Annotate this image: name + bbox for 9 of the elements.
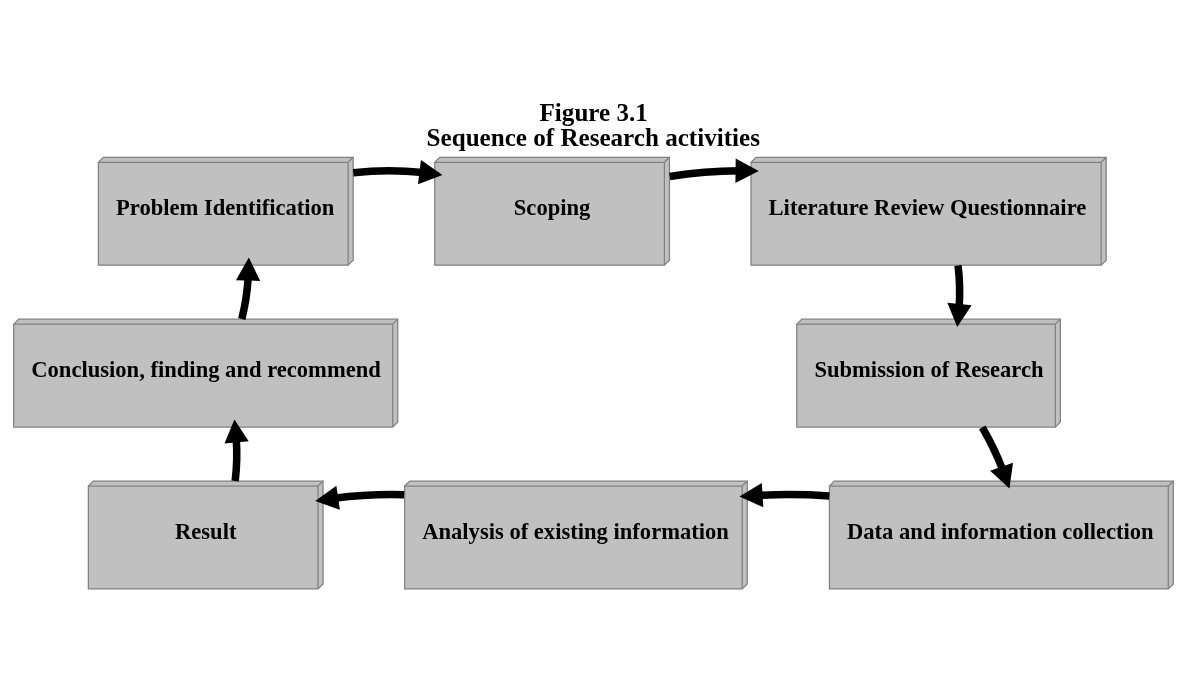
arrow [947,264,972,327]
arrow [979,425,1014,489]
arrow [669,158,759,183]
arrow [352,159,443,184]
arrow [315,485,405,510]
arrow [235,256,261,320]
arrow [224,418,249,481]
diagram-title: Figure 3.1 [539,98,648,126]
arrow [739,482,830,507]
